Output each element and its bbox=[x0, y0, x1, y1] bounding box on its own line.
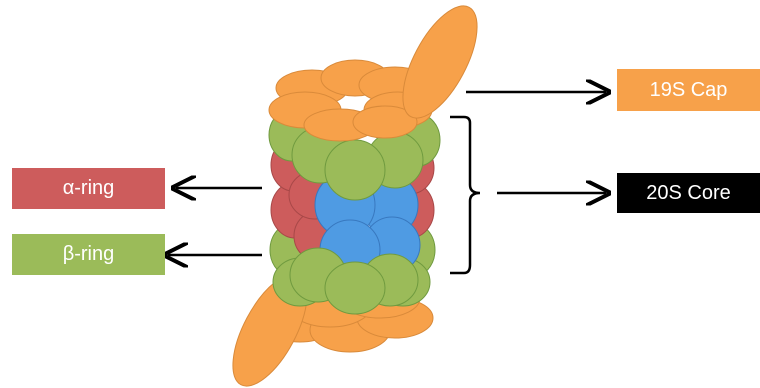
bracket-icon bbox=[450, 117, 480, 273]
core-label: 20S Core bbox=[617, 173, 760, 213]
top-cap bbox=[269, 0, 492, 141]
cap-label: 19S Cap bbox=[617, 69, 760, 111]
beta-ring-label: β-ring bbox=[12, 234, 165, 275]
alpha-ring-label: α-ring bbox=[12, 168, 165, 209]
